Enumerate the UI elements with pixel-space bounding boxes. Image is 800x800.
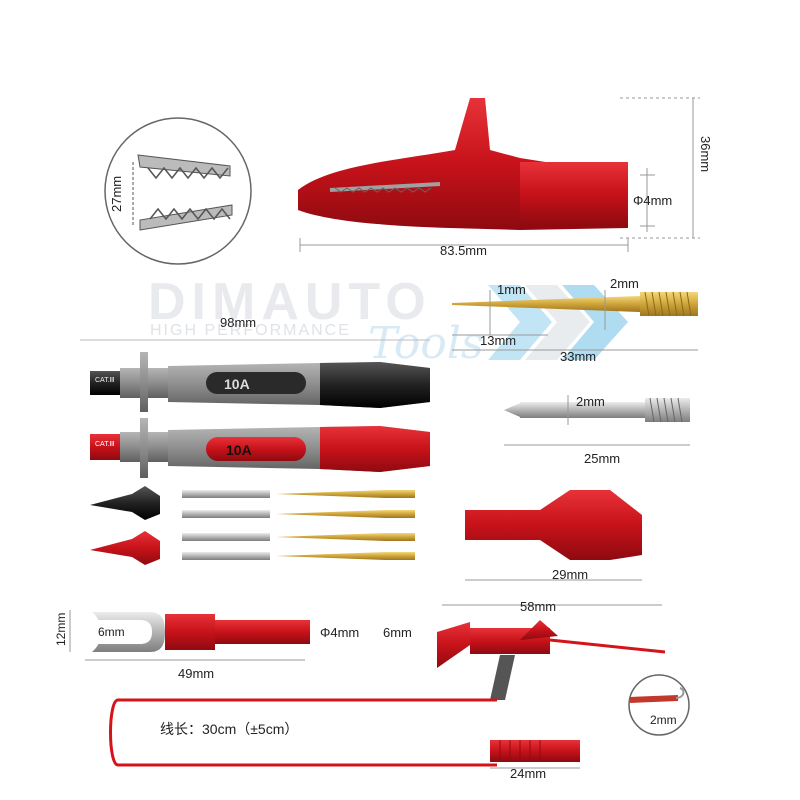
silver-pin-dimension-lines [504, 395, 690, 446]
watermark-script: Tools [368, 318, 484, 369]
gold-pin [452, 291, 698, 317]
black-probe [90, 352, 430, 412]
banana-length-label: 24mm [510, 766, 547, 781]
cable [109, 698, 497, 767]
black-probe-rating: 10A [224, 376, 250, 392]
silver-pin-length-label: 25mm [584, 451, 621, 466]
gold-pin-length-label: 33mm [560, 349, 597, 364]
red-probe [90, 418, 430, 478]
gold-pin-dimension-lines [452, 290, 698, 351]
black-probe-cat: CAT.Ⅲ [95, 377, 115, 384]
crocodile-length-label: 83.5mm [440, 243, 487, 258]
crocodile-dimension-lines [299, 97, 700, 252]
jaw-detail-circle [104, 117, 252, 265]
gold-pin-tip-length-label: 13mm [480, 333, 517, 348]
crocodile-height-label: 36mm [698, 136, 713, 173]
cap-length-label: 29mm [552, 567, 589, 582]
gold-pin-thread-label: 2mm [610, 276, 639, 291]
probe-length-label: 98mm [220, 315, 257, 330]
watermark-tagline: HIGH PERFORMANCE [150, 322, 351, 339]
crocodile-clip [298, 98, 628, 230]
fork-width-label: 12mm [54, 612, 68, 646]
silver-pin [504, 397, 690, 423]
hook-detail-circle [628, 674, 690, 736]
crocodile-diameter-label: Φ4mm [633, 193, 673, 208]
gold-pin-tip-label: 1mm [497, 282, 526, 297]
fork-dimension-lines [69, 610, 305, 661]
cable-length-note: 线长：30cm（±5cm） [160, 721, 299, 737]
fork-diameter-label: Φ4mm [320, 625, 360, 640]
hook-length-label: 58mm [520, 599, 557, 614]
jaw-opening-label: 27mm [109, 175, 124, 212]
red-probe-rating: 10A [226, 442, 252, 458]
fork-end-label: 6mm [383, 625, 412, 640]
watermark-brand: DIMAUTO [148, 273, 432, 331]
fork-opening-label: 6mm [98, 625, 125, 639]
red-probe-cat: CAT.Ⅲ [95, 441, 115, 448]
fork-connector [92, 612, 310, 652]
fork-length-label: 49mm [178, 666, 215, 681]
banana-plug [490, 740, 580, 762]
silver-pin-diameter-label: 2mm [576, 394, 605, 409]
probe-tips [90, 486, 415, 565]
red-cap [465, 490, 642, 560]
hook-tip-label: 2mm [650, 713, 677, 727]
hook-clip [437, 620, 666, 700]
